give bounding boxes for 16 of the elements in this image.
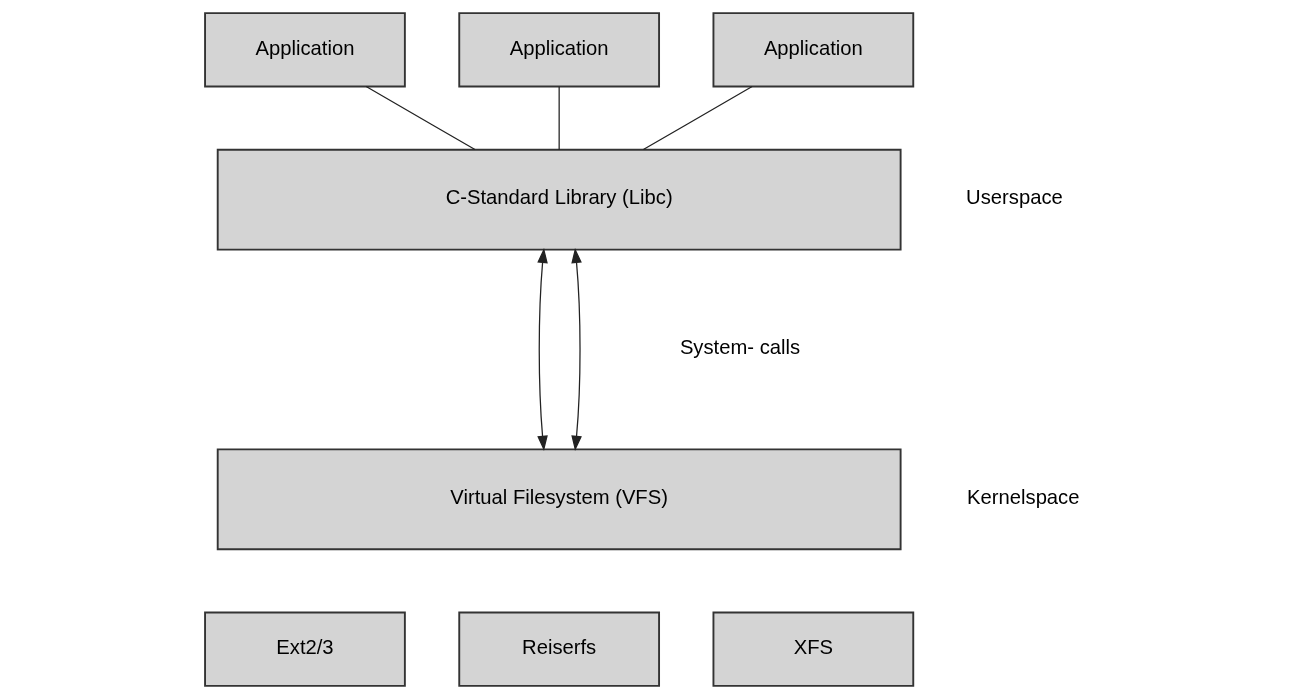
arrow: [570, 247, 582, 451]
node-box: Application: [712, 12, 914, 88]
node-box: Application: [203, 12, 406, 88]
connector: [642, 85, 753, 151]
label: Userspace: [965, 186, 1063, 209]
arrow: [536, 247, 548, 451]
node-box: XFS: [712, 611, 914, 687]
label: Kernelspace: [966, 486, 1079, 509]
node-box: Ext2/3: [203, 611, 406, 687]
node-box: Application: [457, 12, 660, 88]
node-box: C-Standard Library (Libc): [216, 148, 902, 251]
connector: [365, 85, 476, 151]
connector: [558, 86, 560, 151]
node-box: Virtual Filesystem (VFS): [216, 448, 902, 551]
node-box: Reiserfs: [457, 611, 660, 687]
label: System- calls: [679, 336, 800, 359]
